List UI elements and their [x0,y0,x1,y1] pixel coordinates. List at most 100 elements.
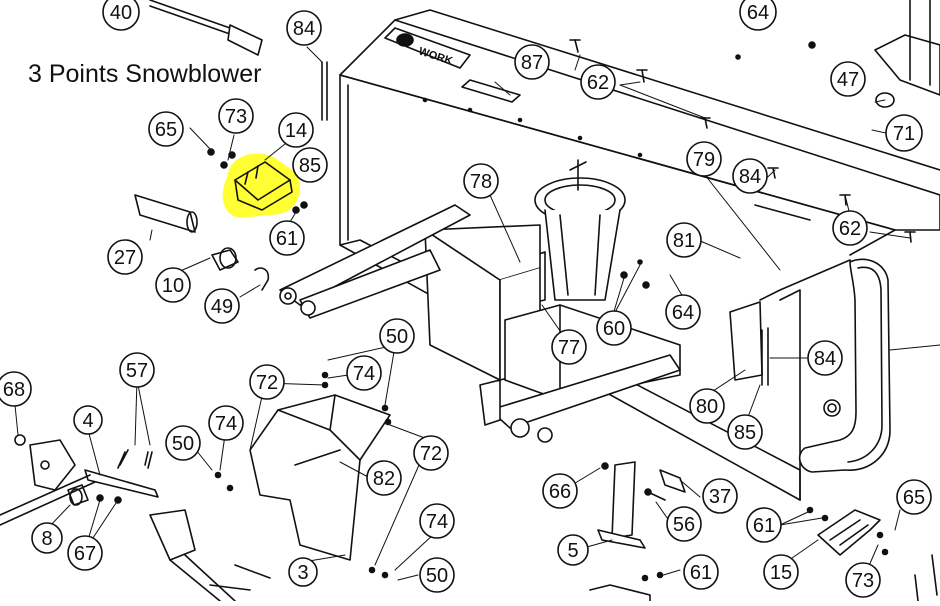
callout-62-b: 62 [832,210,868,246]
callout-77: 77 [551,329,587,365]
svg-text:79: 79 [693,149,715,171]
lower-left-parts [0,371,392,602]
diagram-title: 3 Points Snowblower [28,60,262,88]
callout-85: 85 [292,147,328,183]
svg-text:85: 85 [299,155,321,177]
callout-68: 68 [0,371,32,407]
svg-text:84: 84 [739,166,761,188]
callout-56: 56 [666,506,702,542]
svg-text:60: 60 [603,318,625,340]
callout-64-b: 64 [665,294,701,330]
svg-text:84: 84 [814,348,836,370]
callout-71: 71 [885,114,923,152]
svg-text:72: 72 [420,443,442,465]
lower-right-parts [589,461,938,602]
svg-text:72: 72 [256,372,278,394]
callout-74-c: 74 [419,503,455,539]
skid-shoe-highlight[interactable] [222,153,300,218]
svg-text:68: 68 [3,379,25,401]
svg-text:37: 37 [709,486,731,508]
callout-10: 10 [155,267,191,303]
callout-80: 80 [689,388,725,424]
callout-50-c: 50 [419,557,455,593]
svg-text:50: 50 [172,433,194,455]
callout-65-b: 65 [896,479,932,515]
callout-47: 47 [830,61,866,97]
svg-text:74: 74 [353,363,375,385]
svg-text:82: 82 [373,468,395,490]
svg-text:62: 62 [587,72,609,94]
svg-text:47: 47 [837,69,859,91]
callout-81: 81 [666,222,702,258]
svg-text:8: 8 [41,528,52,550]
svg-text:64: 64 [672,302,694,324]
svg-text:4: 4 [82,410,93,432]
svg-text:27: 27 [114,247,136,269]
svg-text:67: 67 [74,543,96,565]
svg-text:65: 65 [155,119,177,141]
callout-67: 67 [67,535,103,571]
svg-text:3: 3 [297,562,308,584]
callout-3: 3 [288,557,318,587]
svg-text:5: 5 [567,540,578,562]
svg-text:61: 61 [753,515,775,537]
callout-74: 74 [346,355,382,391]
callout-78: 78 [463,163,499,199]
callout-61-c: 61 [683,554,719,590]
callout-50-b: 50 [165,425,201,461]
callout-85-b: 85 [727,414,763,450]
hitch-arms [279,204,681,443]
svg-text:73: 73 [852,570,874,592]
callout-72: 72 [249,364,285,400]
svg-text:71: 71 [893,123,915,145]
callout-79: 79 [686,141,722,177]
callout-40: 40 [102,0,140,31]
callout-72-b: 72 [413,435,449,471]
loose-hardware [134,0,940,291]
svg-text:77: 77 [558,337,580,359]
svg-text:57: 57 [126,360,148,382]
callout-84: 84 [286,10,322,46]
callout-62: 62 [580,64,616,100]
callout-64: 64 [739,0,777,31]
snowblower-housing: WORK [321,9,940,501]
svg-text:56: 56 [673,514,695,536]
svg-text:15: 15 [770,562,792,584]
callout-37: 37 [702,478,738,514]
svg-text:50: 50 [386,326,408,348]
callout-84-b: 84 [732,158,768,194]
callout-66: 66 [542,473,578,509]
callout-74-b: 74 [208,405,244,441]
callout-84-c: 84 [807,340,843,376]
svg-text:66: 66 [549,481,571,503]
discharge-chute [534,159,626,301]
callout-73: 73 [218,98,254,134]
callout-50: 50 [379,318,415,354]
svg-text:74: 74 [215,413,237,435]
callout-4: 4 [73,405,103,435]
callout-14: 14 [278,112,314,148]
callout-5: 5 [557,534,589,566]
callout-61-b: 61 [746,507,782,543]
svg-text:73: 73 [225,106,247,128]
callout-57: 57 [119,352,155,388]
callout-27: 27 [107,239,143,275]
svg-text:49: 49 [211,296,233,318]
svg-text:10: 10 [162,275,184,297]
svg-text:14: 14 [285,120,307,142]
callout-15: 15 [763,554,799,590]
callout-87: 87 [514,44,550,80]
callout-60: 60 [596,310,632,346]
svg-text:61: 61 [276,228,298,250]
callout-49: 49 [204,288,240,324]
callout-65: 65 [148,111,184,147]
callout-82: 82 [366,460,402,496]
svg-text:78: 78 [470,171,492,193]
svg-text:81: 81 [673,230,695,252]
svg-text:62: 62 [839,218,861,240]
svg-text:64: 64 [747,2,769,24]
svg-text:80: 80 [696,396,718,418]
svg-text:87: 87 [521,52,543,74]
